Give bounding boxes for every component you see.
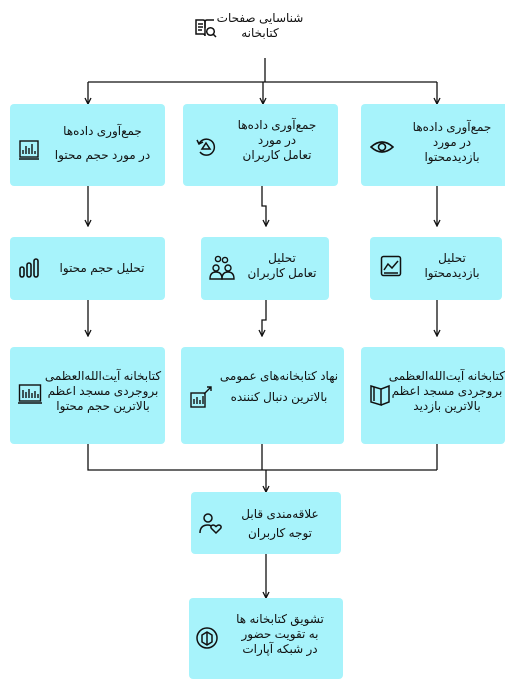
node-label: به تقویت حضور [241, 627, 319, 641]
node-label: بالاترین دنبال کنننده [230, 390, 328, 404]
node-label: تعامل کاربران [242, 148, 312, 162]
node-label: تعامل کاربران [247, 266, 317, 280]
open-book-icon [370, 384, 390, 407]
node-label: بالاترین حجم محتوا [56, 399, 150, 413]
book-badge-icon [196, 627, 218, 649]
node-label: تحلیل [268, 251, 296, 265]
node-label: تحلیل حجم محتوا [59, 261, 145, 275]
library-chart-icon [18, 384, 42, 404]
node-label: جمع‌آوری داده‌ها [412, 120, 492, 134]
bar-chart-icon [19, 258, 39, 278]
node-label: نهاد کتابخانه‌های عمومی [219, 369, 339, 383]
collect-content-visits-node: جمع‌آوری داده‌ها در مورد بازدیدمحتوا [361, 104, 505, 186]
title-line: کتابخانه [241, 26, 279, 40]
node-label: علاقه‌مندی قابل [241, 507, 319, 521]
result-user-interaction-node: نهاد کتابخانه‌های عمومی بالاترین دنبال ک… [181, 347, 344, 444]
trend-chart-icon [380, 255, 402, 277]
node-label: بازدیدمحتوا [424, 266, 480, 280]
node-label: بازدیدمحتوا [424, 150, 480, 164]
cycle-icon [196, 138, 216, 156]
user-interest-node: علاقه‌مندی قابل توجه کاربران [191, 492, 341, 554]
follow-chart-icon [190, 386, 212, 408]
node-label: بروجردی مسجد اعظم [47, 384, 159, 398]
node-label: بروجردی مسجد اعظم [391, 384, 503, 398]
node-label: در مورد [257, 133, 297, 147]
node-label: جمع‌آوری داده‌ها [63, 124, 142, 138]
node-label: کتابخانه آیت‌الله‌العظمی [389, 369, 505, 383]
analyze-content-volume-node: تحلیل حجم محتوا [10, 237, 165, 300]
collect-content-volume-node: جمع‌آوری داده‌ها در مورد حجم محتوا [10, 104, 165, 186]
users-group-icon [209, 255, 235, 280]
connector-title-split [88, 58, 437, 83]
title-line: شناسایی صفحات [216, 11, 304, 25]
node-label: جمع‌آوری داده‌ها [237, 118, 317, 132]
node-label: تحلیل [438, 251, 466, 265]
node-label: توجه کاربران [248, 526, 312, 540]
bar-chart-board-icon [19, 140, 39, 160]
analyze-content-visits-node: تحلیل بازدیدمحتوا [370, 237, 502, 300]
connector-results-merge [87, 444, 438, 471]
arrow-to-analyze-interaction [261, 186, 266, 226]
analyze-user-interaction-node: تحلیل تعامل کاربران [201, 237, 329, 300]
node-label: در مورد حجم محتوا [54, 148, 151, 162]
node-label: در شبکه آپارات [242, 642, 318, 656]
node-label: تشویق کتابخانه ها [236, 612, 324, 626]
node-label: کتابخانه آیت‌الله‌العظمی [44, 369, 162, 383]
user-heart-icon [199, 513, 222, 535]
result-content-volume-node: کتابخانه آیت‌الله‌العظمی بروجردی مسجد اع… [10, 347, 165, 444]
eye-icon [370, 141, 394, 153]
node-label: بالاترین بازدید [413, 399, 481, 413]
arrow-to-result-interaction [262, 300, 267, 336]
encourage-presence-node: تشویق کتابخانه ها به تقویت حضور در شبکه … [189, 598, 343, 679]
result-content-visits-node: کتابخانه آیت‌الله‌العظمی بروجردی مسجد اع… [361, 347, 505, 444]
node-label: در مورد [432, 135, 472, 149]
collect-user-interaction-node: جمع‌آوری داده‌ها در مورد تعامل کاربران [183, 104, 338, 186]
book-search-icon [195, 19, 217, 38]
